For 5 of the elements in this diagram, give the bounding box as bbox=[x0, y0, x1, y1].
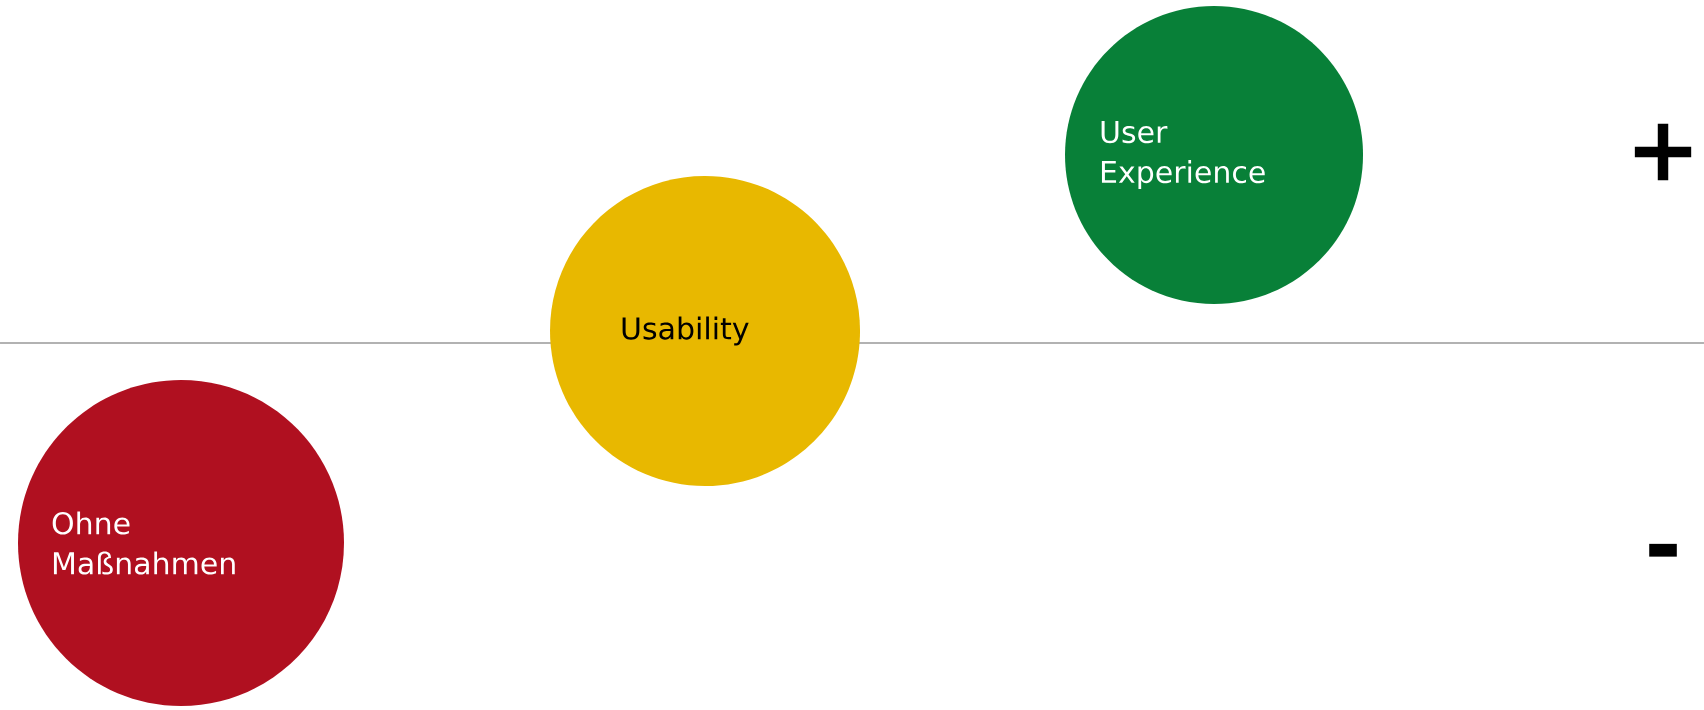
plus-sign: + bbox=[1634, 123, 1692, 181]
circle-node: Ohne Maßnahmen bbox=[18, 380, 344, 706]
minus-sign: - bbox=[1649, 543, 1677, 557]
circle-node: Usability bbox=[550, 176, 860, 486]
circle-node: User Experience bbox=[1065, 6, 1363, 304]
